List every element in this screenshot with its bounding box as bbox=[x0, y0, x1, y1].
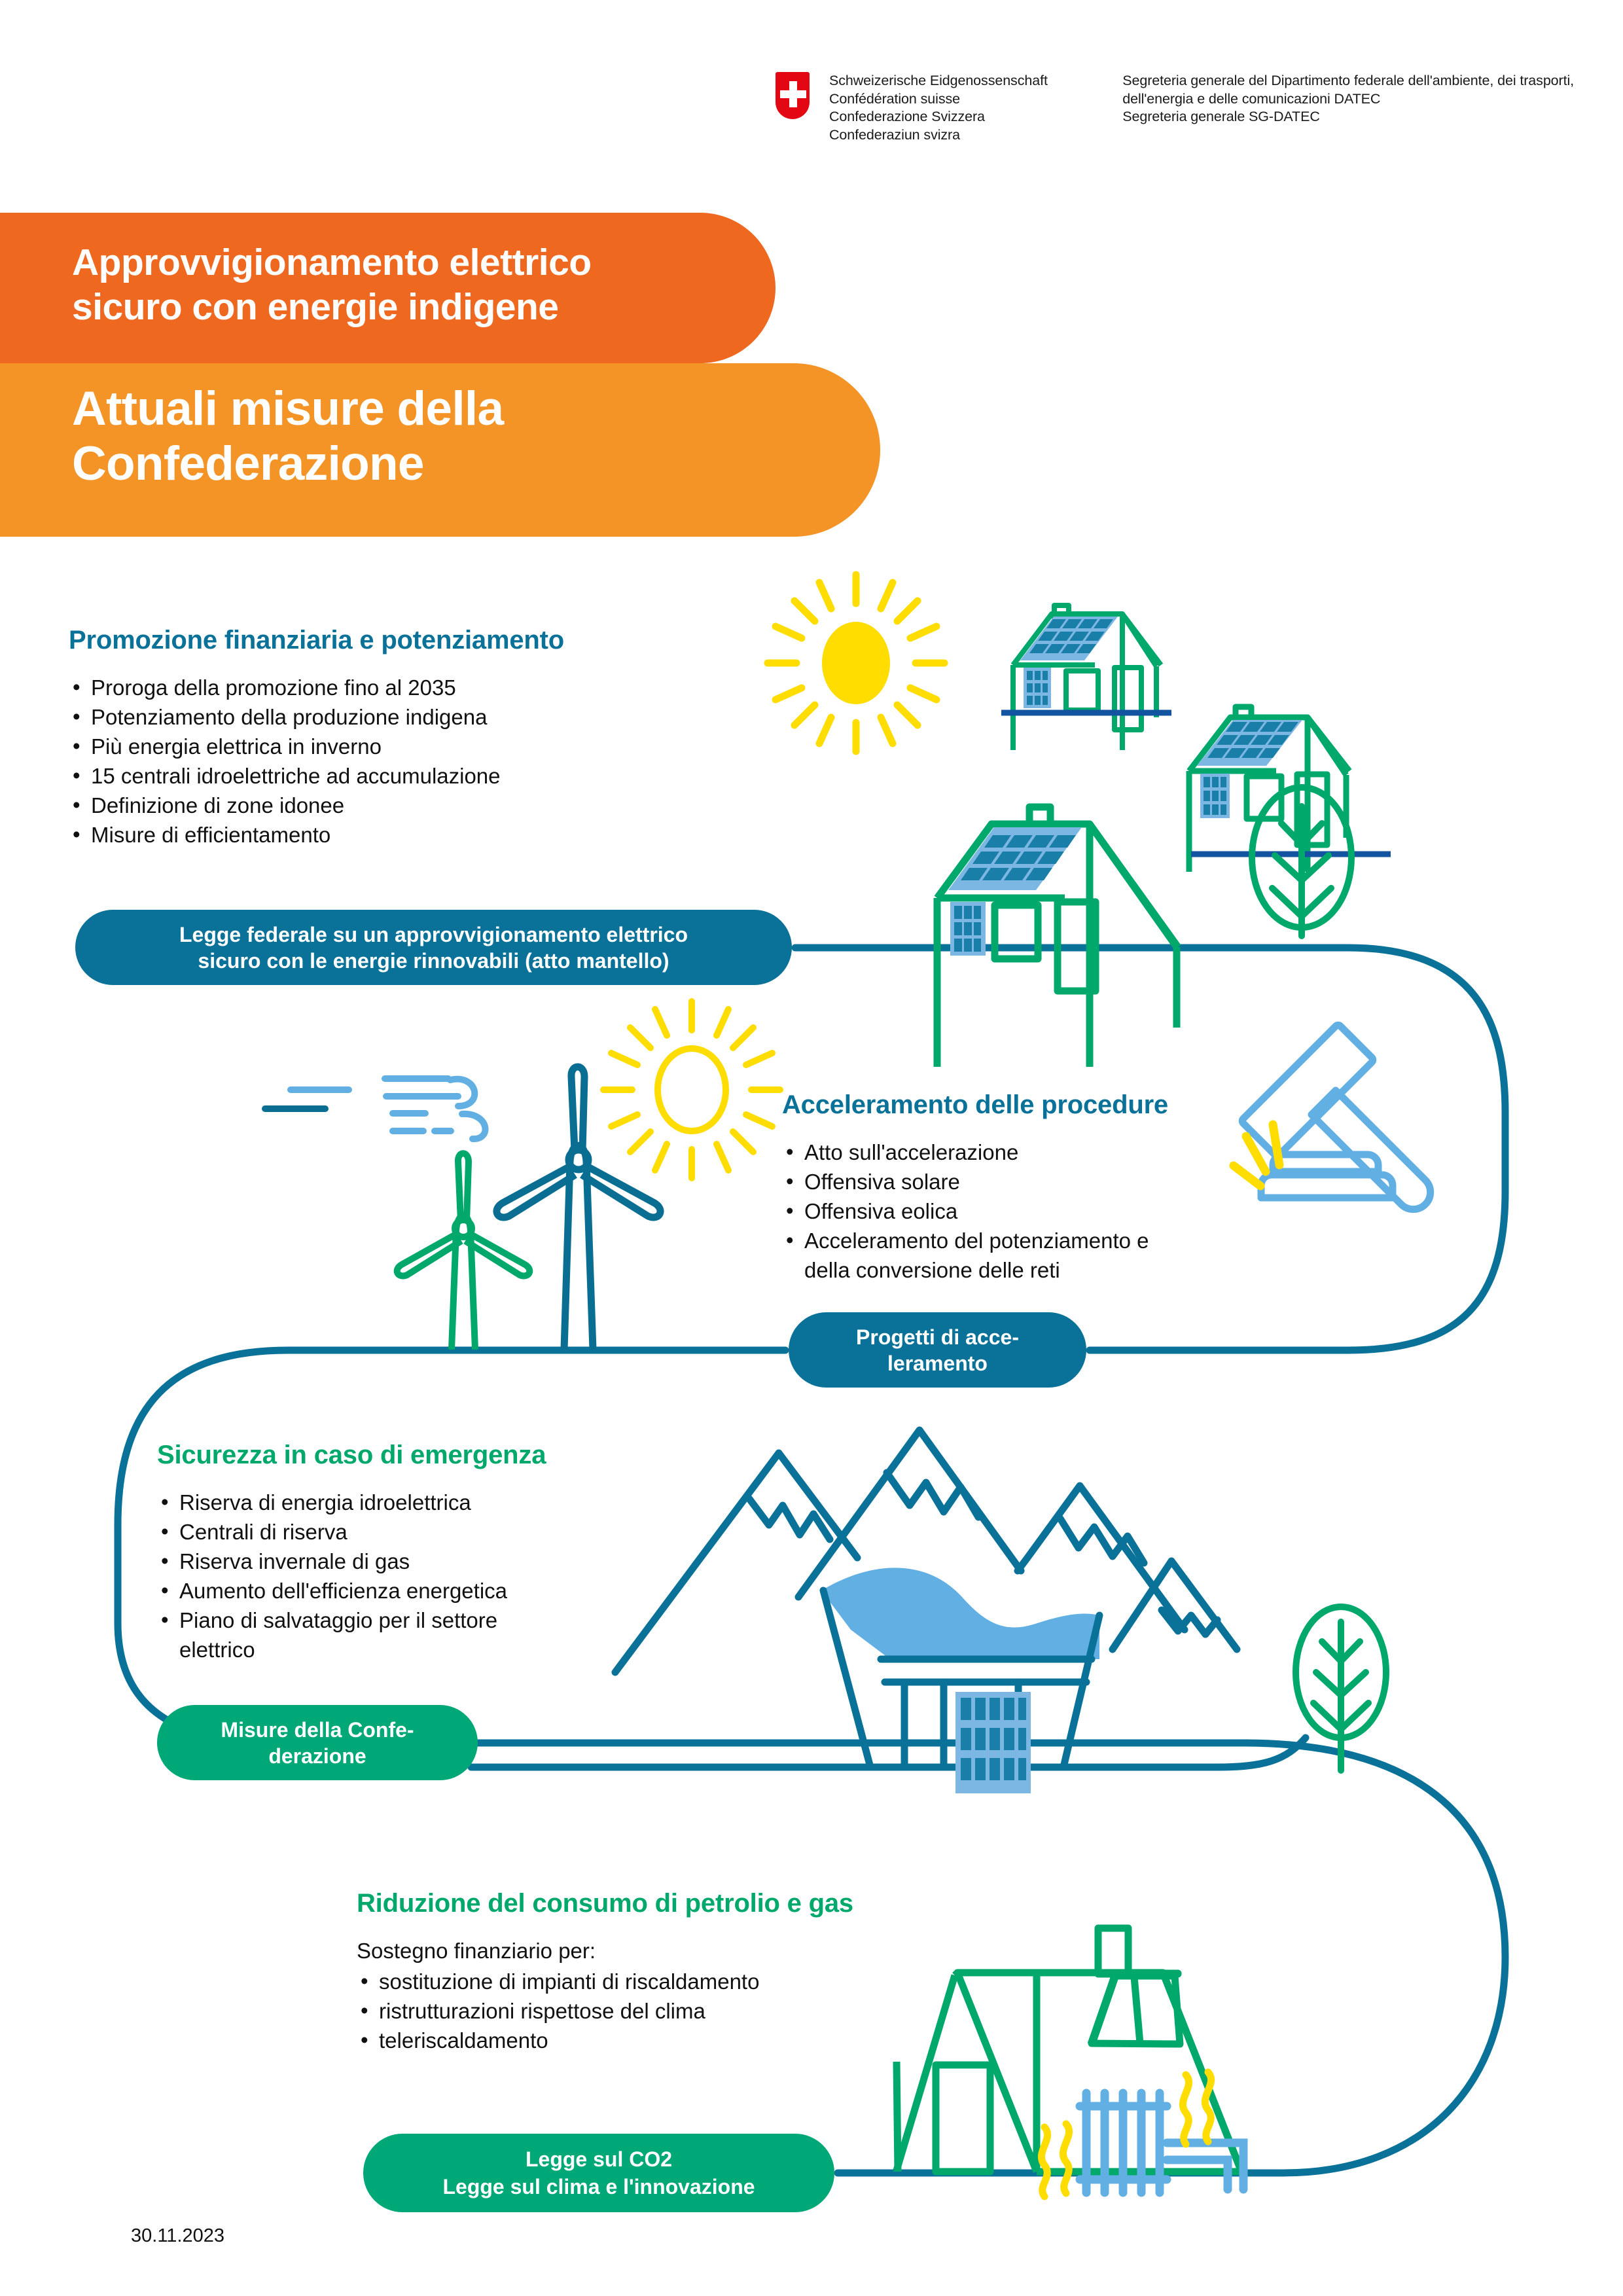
reservoir-water bbox=[821, 1568, 1099, 1659]
pill-legge-federale[interactable]: Legge federale su un approvvigionamento … bbox=[75, 910, 792, 985]
list-item: Atto sull'accelerazione bbox=[782, 1137, 1306, 1167]
page-header: Schweizerische Eidgenossenschaft Confédé… bbox=[776, 72, 1594, 170]
list-item: sostituzione di impianti di riscaldament… bbox=[357, 1966, 854, 1996]
pill-line-1: Misure della Confe- bbox=[221, 1717, 414, 1742]
list-item-continuation: elettrico bbox=[179, 1638, 255, 1662]
title-line-1: Attuali misure della bbox=[72, 382, 504, 435]
section-heading-2: Acceleramento delle procedure bbox=[782, 1090, 1168, 1119]
page-title: Attuali misure della Confederazione bbox=[72, 382, 805, 492]
title-banner: Attuali misure della Confederazione bbox=[0, 363, 880, 537]
bullet-list-3: Riserva di energia idroelettrica Central… bbox=[157, 1487, 615, 1664]
confederation-names: Schweizerische Eidgenossenschaft Confédé… bbox=[829, 72, 1103, 144]
list-item-continuation: della conversione delle reti bbox=[804, 1258, 1060, 1282]
dam-solar-panel bbox=[955, 1692, 1031, 1793]
confederation-name-rm: Confederaziun svizra bbox=[829, 126, 960, 143]
publication-date: 30.11.2023 bbox=[131, 2225, 224, 2246]
list-item: Aumento dell'efficienza energetica bbox=[157, 1575, 615, 1605]
sun-filled-icon bbox=[764, 571, 948, 755]
list-item: Acceleramento del potenziamento e della … bbox=[782, 1225, 1306, 1285]
illustration-wind bbox=[262, 998, 783, 1350]
subtitle-banner: Approvvigionamento elettrico sicuro con … bbox=[0, 213, 776, 363]
section-heading-4: Riduzione del consumo di petrolio e gas bbox=[357, 1889, 853, 1918]
pill-line-2: leramento bbox=[887, 1351, 988, 1375]
list-item: Riserva invernale di gas bbox=[157, 1546, 615, 1576]
house-top-left bbox=[1001, 603, 1171, 750]
pill-line-1: Legge sul CO2 bbox=[525, 2147, 673, 2171]
section-lead-text: Sostegno finanziario per: bbox=[357, 1939, 596, 1963]
bullet-list-4: sostituzione di impianti di riscaldament… bbox=[357, 1966, 854, 2055]
confederation-name-it: Confederazione Svizzera bbox=[829, 109, 985, 124]
section-promozione-finanziaria: Promozione finanziaria e potenziamento P… bbox=[69, 625, 618, 850]
section-heading-3: Sicurezza in caso di emergenza bbox=[157, 1441, 546, 1469]
wind-lines-icon bbox=[262, 1075, 489, 1142]
list-item: Definizione di zone idonee bbox=[69, 790, 618, 820]
pill-line-2: Legge sul clima e l'innovazione bbox=[442, 2175, 755, 2198]
list-item: Potenziamento della produzione indigena bbox=[69, 702, 618, 732]
department-line-2: dell'energia e delle comunicazioni DATEC bbox=[1122, 90, 1381, 107]
title-line-2: Confederazione bbox=[72, 437, 424, 490]
swiss-coat-of-arms-icon bbox=[776, 72, 810, 119]
pill-line-2: derazione bbox=[268, 1744, 366, 1768]
list-item: Proroga della promozione fino al 2035 bbox=[69, 672, 618, 702]
bullet-list-2: Atto sull'accelerazione Offensiva solare… bbox=[782, 1137, 1306, 1285]
tree-mountain-icon bbox=[1293, 1604, 1389, 1774]
wind-turbine-teal-icon bbox=[493, 1063, 664, 1350]
subtitle-line-2: sicuro con energie indigene bbox=[72, 286, 559, 328]
wind-turbine-green-icon bbox=[393, 1150, 533, 1350]
house-front-large bbox=[933, 803, 1181, 1067]
radiator-icon bbox=[1075, 2089, 1248, 2197]
list-item: Riserva di energia idroelettrica bbox=[157, 1487, 615, 1517]
list-item-text: Acceleramento del potenziamento e bbox=[804, 1229, 1149, 1253]
section-heading-1: Promozione finanziaria e potenziamento bbox=[69, 626, 564, 655]
section-acceleramento-procedure: Acceleramento delle procedure Atto sull'… bbox=[782, 1090, 1306, 1285]
house-middle-right bbox=[1186, 704, 1391, 872]
list-item: Piano di salvataggio per il settore elet… bbox=[157, 1605, 615, 1664]
bullet-list-1: Proroga della promozione fino al 2035 Po… bbox=[69, 672, 618, 850]
heat-waves-icon bbox=[1037, 2068, 1215, 2200]
illustration-house-heating bbox=[893, 1924, 1248, 2200]
list-item: Offensiva eolica bbox=[782, 1196, 1306, 1226]
section-riduzione-consumo: Riduzione del consumo di petrolio e gas … bbox=[357, 1888, 854, 2055]
list-item: teleriscaldamento bbox=[357, 2025, 854, 2055]
subtitle-text: Approvvigionamento elettrico sicuro con … bbox=[72, 240, 733, 329]
pill-line-2: sicuro con le energie rinnovabili (atto … bbox=[198, 948, 669, 973]
list-item: Misure di efficientamento bbox=[69, 819, 618, 850]
list-item: Centrali di riserva bbox=[157, 1516, 615, 1547]
pill-misure-confederazione[interactable]: Misure della Confe- derazione bbox=[157, 1705, 478, 1780]
pill-progetti-acceleramento[interactable]: Progetti di acce- leramento bbox=[789, 1312, 1086, 1388]
pill-line-1: Progetti di acce- bbox=[856, 1325, 1019, 1349]
subtitle-line-1: Approvvigionamento elettrico bbox=[72, 242, 592, 283]
department-line-1: Segreteria generale del Dipartimento fed… bbox=[1122, 73, 1575, 88]
tree-icon bbox=[1249, 784, 1355, 939]
pill-line-1: Legge federale su un approvvigionamento … bbox=[179, 922, 688, 946]
sun-outline-icon bbox=[600, 998, 783, 1181]
list-item: ristrutturazioni rispettose del clima bbox=[357, 1996, 854, 2026]
list-item-text: Piano di salvataggio per il settore bbox=[179, 1608, 498, 1632]
confederation-name-de: Schweizerische Eidgenossenschaft bbox=[829, 73, 1048, 88]
illustration-houses-solar bbox=[764, 571, 1391, 1067]
list-item: Più energia elettrica in inverno bbox=[69, 731, 618, 761]
department-block: Segreteria generale del Dipartimento fed… bbox=[1122, 72, 1594, 126]
list-item: 15 centrali idroelettriche ad accumulazi… bbox=[69, 761, 618, 791]
section-sicurezza-emergenza: Sicurezza in caso di emergenza Riserva d… bbox=[157, 1440, 615, 1664]
pill-legge-co2[interactable]: Legge sul CO2 Legge sul clima e l'innova… bbox=[363, 2134, 834, 2212]
confederation-name-fr: Confédération suisse bbox=[829, 90, 960, 107]
department-unit: Segreteria generale SG-DATEC bbox=[1122, 109, 1320, 124]
list-item: Offensiva solare bbox=[782, 1166, 1306, 1196]
